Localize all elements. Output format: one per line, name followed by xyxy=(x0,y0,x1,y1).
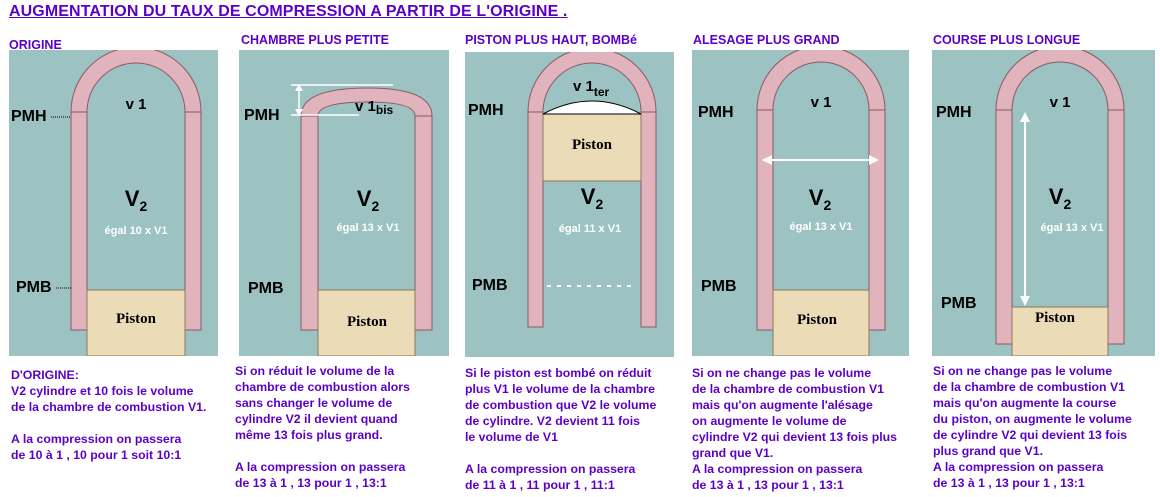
egal-label: égal 13 x V1 xyxy=(337,222,400,234)
piston-label: Piston xyxy=(797,312,838,328)
pmb-label-piston: PMB xyxy=(472,277,508,294)
diagram-origine: v 1 V2 égal 10 x V1 Piston xyxy=(9,50,218,356)
pmb-label-chambre: PMB xyxy=(248,280,284,297)
v2-label: V2 xyxy=(809,185,832,213)
piston-label: Piston xyxy=(1035,310,1076,326)
pmb-label-origine: PMB xyxy=(16,279,52,296)
panel-title-chambre: CHAMBRE PLUS PETITE xyxy=(241,33,389,47)
page-title: AUGMENTATION DU TAUX DE COMPRESSION A PA… xyxy=(9,3,568,20)
egal-label: égal 13 x V1 xyxy=(790,221,853,233)
v1-label: v 1 xyxy=(1050,94,1071,111)
description-alesage: Si on ne change pas le volume de la cham… xyxy=(692,366,898,492)
egal-label: égal 13 x V1 xyxy=(1041,222,1104,234)
pmh-label-piston: PMH xyxy=(468,102,504,119)
v2-label: V2 xyxy=(357,186,380,214)
diagram-piston: v 1ter Piston V2 égal 11 x V1 xyxy=(465,52,674,357)
v2-label: V2 xyxy=(1049,184,1072,212)
description-course: Si on ne change pas le volume de la cham… xyxy=(933,364,1132,490)
diagram-chambre: v 1bis V2 égal 13 x V1 Piston xyxy=(239,50,449,356)
piston-label: Piston xyxy=(572,137,613,153)
panel-title-course: COURSE PLUS LONGUE xyxy=(933,33,1081,47)
v1bis-label: v 1bis xyxy=(355,98,394,117)
v1-label: v 1 xyxy=(811,94,832,111)
diagram-alesage: v 1 V2 égal 13 x V1 Piston xyxy=(692,50,909,356)
v2-label: V2 xyxy=(581,184,604,212)
pmb-label-course: PMB xyxy=(941,295,977,312)
description-chambre: Si on réduit le volume de la chambre de … xyxy=(235,364,410,490)
panel-title-origine: ORIGINE xyxy=(9,38,62,52)
diagram-course: v 1 V2 égal 13 x V1 Piston xyxy=(932,50,1155,356)
pmh-label-course: PMH xyxy=(936,104,972,121)
panel-title-piston: PISTON PLUS HAUT, BOMBé xyxy=(465,33,638,47)
piston-label: Piston xyxy=(347,314,388,330)
v1ter-label: v 1ter xyxy=(573,78,610,99)
pmh-label-chambre: PMH xyxy=(244,107,280,124)
panel-title-alesage: ALESAGE PLUS GRAND xyxy=(693,33,840,47)
pmh-label-origine: PMH xyxy=(11,108,47,125)
v1-label: v 1 xyxy=(126,96,147,113)
egal-label: égal 10 x V1 xyxy=(105,225,168,237)
egal-label: égal 11 x V1 xyxy=(559,223,621,235)
description-origine: D'ORIGINE: V2 cylindre et 10 fois le vol… xyxy=(11,368,207,462)
pmh-label-alesage: PMH xyxy=(698,104,734,121)
piston-label: Piston xyxy=(116,311,157,327)
v2-label: V2 xyxy=(125,186,148,214)
description-piston: Si le piston est bombé on réduit plus V1… xyxy=(465,366,657,492)
pmb-label-alesage: PMB xyxy=(701,278,737,295)
